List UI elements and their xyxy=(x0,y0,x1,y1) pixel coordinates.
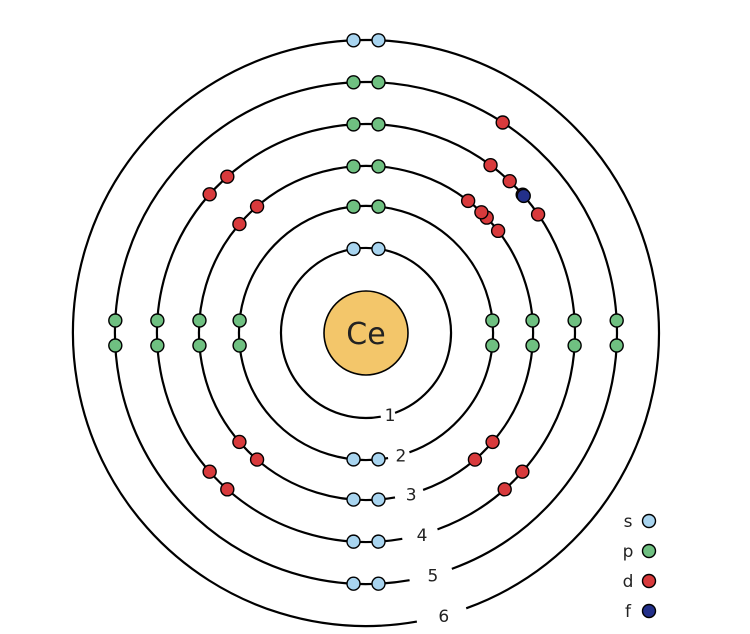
d-electron xyxy=(249,199,265,214)
legend-swatch xyxy=(641,603,657,619)
p-electron xyxy=(232,313,247,328)
p-electron xyxy=(609,338,624,353)
p-electron xyxy=(371,117,386,132)
shell-label-3: 3 xyxy=(406,485,417,505)
shell-labels-layer: 1 23 45 6 xyxy=(385,406,450,627)
p-electron xyxy=(346,199,361,214)
d-electron xyxy=(232,434,247,450)
shell-5 xyxy=(113,80,619,586)
legend-item-s: s xyxy=(624,512,657,532)
p-electron xyxy=(567,313,582,328)
legend-item-p: p xyxy=(623,542,657,562)
p-electron xyxy=(150,338,165,353)
d-electron xyxy=(495,115,510,130)
electrons-layer xyxy=(108,33,624,591)
d-electron xyxy=(220,482,235,497)
nucleus-circle xyxy=(323,290,409,376)
p-electron xyxy=(232,338,247,353)
d-electron xyxy=(515,464,530,479)
s-electron xyxy=(346,492,361,507)
shell-label-4: 4 xyxy=(417,526,428,546)
p-electron xyxy=(192,338,207,353)
s-electron xyxy=(346,452,361,467)
element-symbol: Ce xyxy=(346,317,385,352)
shell-1 xyxy=(279,246,453,420)
s-electron xyxy=(371,576,386,591)
d-electron xyxy=(490,223,506,239)
d-electron xyxy=(202,464,217,479)
d-electron xyxy=(232,216,247,232)
d-electron xyxy=(530,207,546,222)
p-electron xyxy=(108,338,123,353)
d-electron xyxy=(502,174,517,189)
f-electron xyxy=(516,188,531,204)
p-electron xyxy=(525,338,540,353)
shell-3 xyxy=(197,164,535,502)
legend-label: p xyxy=(623,542,634,562)
p-electron xyxy=(371,75,386,90)
legend-item-d: d xyxy=(623,572,657,592)
d-electron xyxy=(460,193,476,209)
d-electron xyxy=(249,452,265,467)
legend-item-f: f xyxy=(625,602,657,622)
s-electron xyxy=(346,241,361,257)
shell-label-6: 6 xyxy=(438,607,449,627)
s-electron xyxy=(346,576,361,591)
d-electron xyxy=(474,205,489,220)
s-electron xyxy=(371,492,386,507)
s-electron xyxy=(346,33,361,48)
d-electron xyxy=(497,482,512,497)
nucleus: Ce xyxy=(323,290,409,376)
shell-2 xyxy=(237,204,495,462)
shell-label-2: 2 xyxy=(395,447,406,467)
s-electron xyxy=(346,534,361,549)
shells-layer xyxy=(71,38,661,628)
p-electron xyxy=(108,313,123,328)
s-electron xyxy=(371,534,386,549)
p-electron xyxy=(485,313,500,328)
s-electron xyxy=(371,241,386,257)
p-electron xyxy=(371,199,386,214)
p-electron xyxy=(371,159,386,174)
shell-label-5: 5 xyxy=(428,566,439,586)
d-electron xyxy=(483,157,498,173)
p-electron xyxy=(567,338,582,353)
d-electron xyxy=(202,187,217,202)
d-electron xyxy=(467,452,483,467)
legend-label: f xyxy=(625,602,632,622)
d-electron xyxy=(485,434,500,450)
shell-label-1: 1 xyxy=(385,406,396,426)
legend-swatch xyxy=(641,513,657,529)
p-electron xyxy=(346,75,361,90)
p-electron xyxy=(150,313,165,328)
s-electron xyxy=(371,33,386,48)
legend-label: s xyxy=(624,512,633,532)
p-electron xyxy=(346,159,361,174)
legend-swatch xyxy=(641,543,657,559)
p-electron xyxy=(192,313,207,328)
p-electron xyxy=(609,313,624,328)
p-electron xyxy=(485,338,500,353)
p-electron xyxy=(346,117,361,132)
d-electron xyxy=(220,169,235,184)
shell-4 xyxy=(155,122,577,544)
shell-6 xyxy=(71,38,661,628)
s-electron xyxy=(371,452,386,467)
p-electron xyxy=(525,313,540,328)
legend-label: d xyxy=(623,572,634,592)
legend-swatch xyxy=(641,573,657,589)
